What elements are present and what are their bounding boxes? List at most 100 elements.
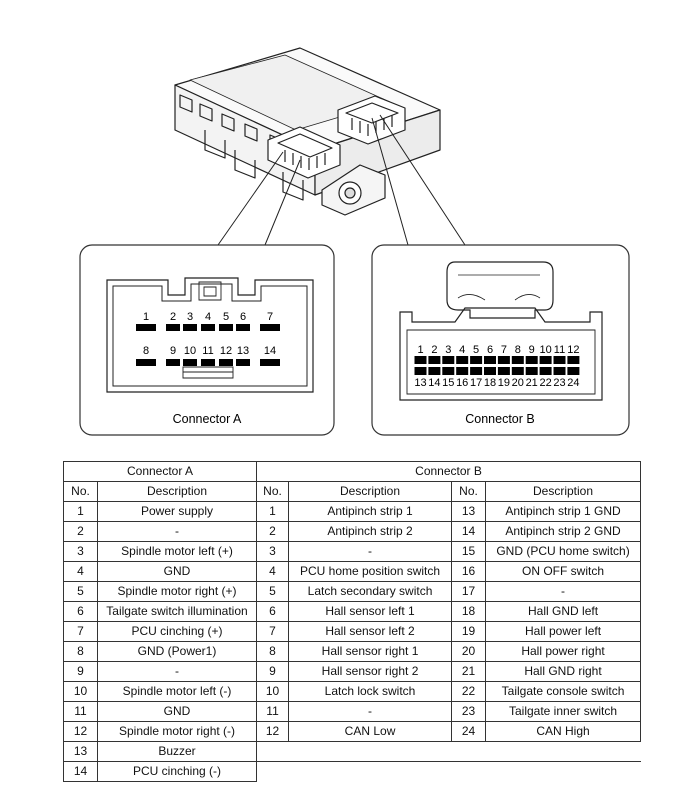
table-cell: 5 bbox=[256, 581, 290, 602]
pin-number: 11 bbox=[554, 344, 565, 356]
connector-a-housing bbox=[106, 277, 314, 393]
pin-terminal bbox=[456, 356, 469, 364]
pin-number: 3 bbox=[187, 311, 193, 323]
table-cell: Latch lock switch bbox=[288, 681, 453, 702]
connector-b-latch bbox=[446, 261, 554, 319]
table-cell: 22 bbox=[451, 681, 487, 702]
pin-number: 2 bbox=[170, 311, 176, 323]
pin-number: 10 bbox=[539, 344, 551, 356]
pin-terminal bbox=[414, 356, 427, 364]
pin-number: 11 bbox=[202, 345, 213, 357]
pin-number: 3 bbox=[445, 344, 451, 356]
col-header-no: No. bbox=[256, 481, 290, 502]
table-cell: 14 bbox=[451, 521, 487, 542]
pin-number: 19 bbox=[498, 377, 510, 389]
pin-terminal bbox=[166, 359, 180, 366]
pin-terminal bbox=[260, 324, 280, 331]
table-group-header: Connector A Connector B bbox=[62, 461, 642, 482]
table-cell: Hall sensor left 1 bbox=[288, 601, 453, 622]
pin-terminal bbox=[497, 367, 510, 375]
pin-number: 6 bbox=[240, 311, 246, 323]
table-cell: Spindle motor right (+) bbox=[96, 581, 258, 602]
pin-terminal bbox=[183, 359, 197, 366]
pin-terminal bbox=[260, 359, 280, 366]
col-header-no: No. bbox=[451, 481, 487, 502]
pin-number: 7 bbox=[501, 344, 507, 356]
pin-terminal bbox=[553, 356, 566, 364]
pin-number: 16 bbox=[456, 377, 468, 389]
pin-terminal bbox=[484, 367, 496, 375]
pin-number: 9 bbox=[170, 345, 176, 357]
pin-number: 13 bbox=[237, 345, 249, 357]
pin-terminal bbox=[219, 324, 233, 331]
pin-number: 14 bbox=[428, 377, 440, 389]
pin-terminal bbox=[511, 356, 524, 364]
table-cell: 3 bbox=[256, 541, 290, 562]
pin-terminal bbox=[201, 324, 215, 331]
table-cell: 1 bbox=[63, 501, 98, 522]
table-cell: 3 bbox=[63, 541, 98, 562]
table-cell: Tailgate switch illumination bbox=[96, 601, 258, 622]
pin-terminal bbox=[567, 367, 580, 375]
table-cell: Hall GND right bbox=[485, 661, 642, 682]
table-cell: - bbox=[96, 661, 258, 682]
pin-number: 13 bbox=[414, 377, 426, 389]
table-cell: Antipinch strip 1 GND bbox=[485, 501, 642, 522]
table-cell: Hall sensor left 2 bbox=[288, 621, 453, 642]
table-cell: 7 bbox=[63, 621, 98, 642]
table-cell: 9 bbox=[256, 661, 290, 682]
pin-terminal bbox=[183, 324, 197, 331]
pin-number: 15 bbox=[442, 377, 454, 389]
table-cell: Spindle motor left (-) bbox=[96, 681, 258, 702]
table-cell: Hall sensor right 2 bbox=[288, 661, 453, 682]
pin-terminal bbox=[470, 356, 483, 364]
pin-number: 6 bbox=[487, 344, 493, 356]
pin-number: 4 bbox=[205, 311, 211, 323]
pin-number: 14 bbox=[264, 345, 276, 357]
pin-number: 18 bbox=[484, 377, 496, 389]
pin-number: 20 bbox=[512, 377, 524, 389]
table-cell: 18 bbox=[451, 601, 487, 622]
table-cell: Power supply bbox=[96, 501, 258, 522]
pin-terminal bbox=[442, 356, 455, 364]
pin-terminal bbox=[456, 367, 469, 375]
table-cell: 6 bbox=[63, 601, 98, 622]
table-cell: Antipinch strip 2 bbox=[288, 521, 453, 542]
pin-terminal bbox=[525, 356, 538, 364]
pin-number: 22 bbox=[539, 377, 551, 389]
table-cell: 1 bbox=[256, 501, 290, 522]
pin-terminal bbox=[236, 359, 250, 366]
pin-number: 8 bbox=[515, 344, 521, 356]
table-cell: 13 bbox=[451, 501, 487, 522]
table-cell: 2 bbox=[256, 521, 290, 542]
table-cell: 6 bbox=[256, 601, 290, 622]
table-cell: 13 bbox=[63, 741, 98, 762]
pin-number: 23 bbox=[553, 377, 565, 389]
table-cell: 10 bbox=[256, 681, 290, 702]
table-cell: - bbox=[96, 521, 258, 542]
table-cell: Hall GND left bbox=[485, 601, 642, 622]
table-cell: 21 bbox=[451, 661, 487, 682]
connector-b-caption: Connector B bbox=[465, 412, 534, 426]
table-cell: Latch secondary switch bbox=[288, 581, 453, 602]
table-cell: 12 bbox=[63, 721, 98, 742]
col-header-description: Description bbox=[288, 481, 453, 502]
table-cell: 15 bbox=[451, 541, 487, 562]
table-cell: 2 bbox=[63, 521, 98, 542]
pin-terminal bbox=[497, 356, 510, 364]
pin-terminal bbox=[414, 367, 427, 375]
pin-number: 5 bbox=[473, 344, 479, 356]
table-cell: 4 bbox=[63, 561, 98, 582]
table-cell: Antipinch strip 1 bbox=[288, 501, 453, 522]
table-cell: Hall power right bbox=[485, 641, 642, 662]
table-cell: 8 bbox=[63, 641, 98, 662]
table-cell: PCU cinching (-) bbox=[96, 761, 258, 782]
